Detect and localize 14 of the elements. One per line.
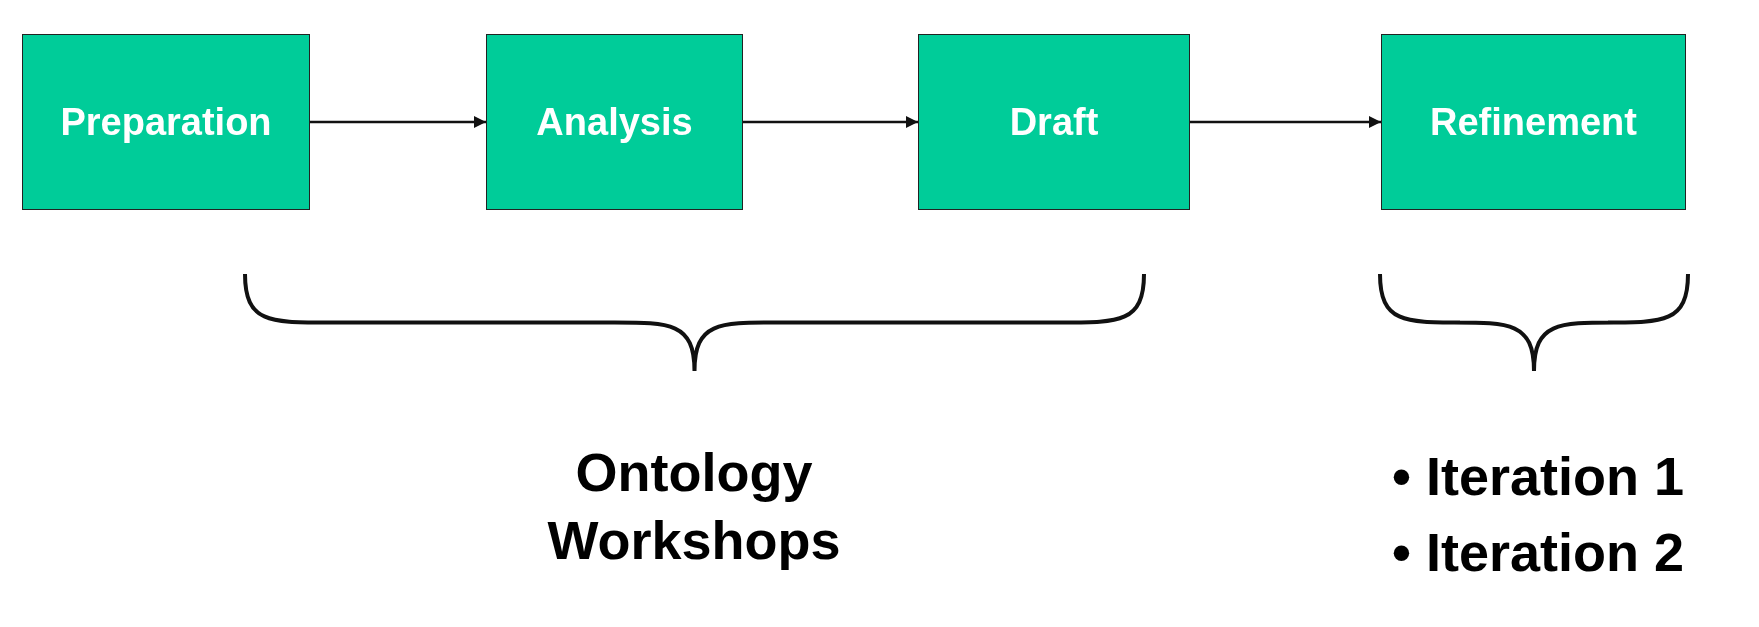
process-box [22,34,310,210]
arrow [1190,115,1381,129]
bullet-item: • Iteration 1 [1392,445,1684,508]
arrow [743,115,918,129]
box-label: Analysis [536,100,693,144]
process-box [918,34,1190,210]
arrow [310,115,486,129]
process-box [1381,34,1686,210]
bullet-item: • Iteration 2 [1392,521,1684,584]
box-label: Preparation [60,100,272,144]
box-label: Refinement [1430,100,1637,144]
process-box [486,34,743,210]
group-label: Ontology Workshops [546,441,842,572]
box-label: Draft [1009,100,1099,144]
